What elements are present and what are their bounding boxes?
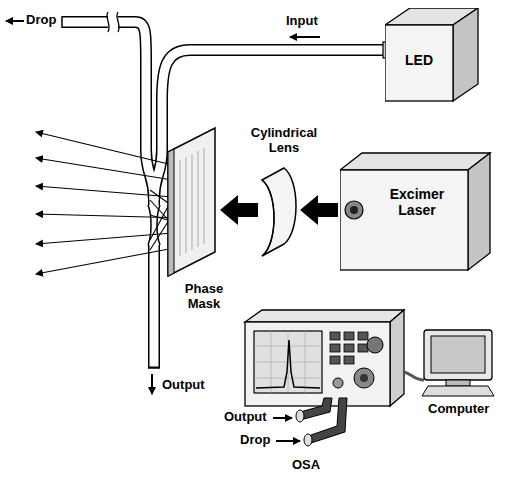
input-arrow [290,36,320,38]
phase-mask [168,128,215,276]
box-label: Excimer Laser [370,186,464,218]
part-label: Computer [428,402,504,417]
box-label: LED [387,52,451,68]
beam-arrow [300,195,338,225]
cylindrical-lens [262,168,296,256]
led-source: LED [385,8,480,103]
part-label: Phase Mask [174,282,234,312]
diffracted-rays [36,132,185,274]
part-label: OSA [292,458,342,473]
output-arrow [151,374,153,394]
part-label: Input [286,14,346,29]
beam-arrow [220,195,258,225]
fiber-break [107,12,119,32]
data-cable [404,372,424,380]
part-label: Output [224,410,274,425]
laser-source: Excimer Laser [340,152,492,272]
drop-pointer [276,440,300,442]
part-label: Cylindrical Lens [240,126,328,156]
output-pointer [273,417,292,419]
part-label: Drop [240,433,276,448]
mask-grating [180,148,204,256]
part-label: Output [162,378,222,393]
drop-arrow [6,20,24,22]
computer-icon [422,330,494,396]
part-label: Drop [26,13,86,28]
osa-instrument [245,310,404,446]
